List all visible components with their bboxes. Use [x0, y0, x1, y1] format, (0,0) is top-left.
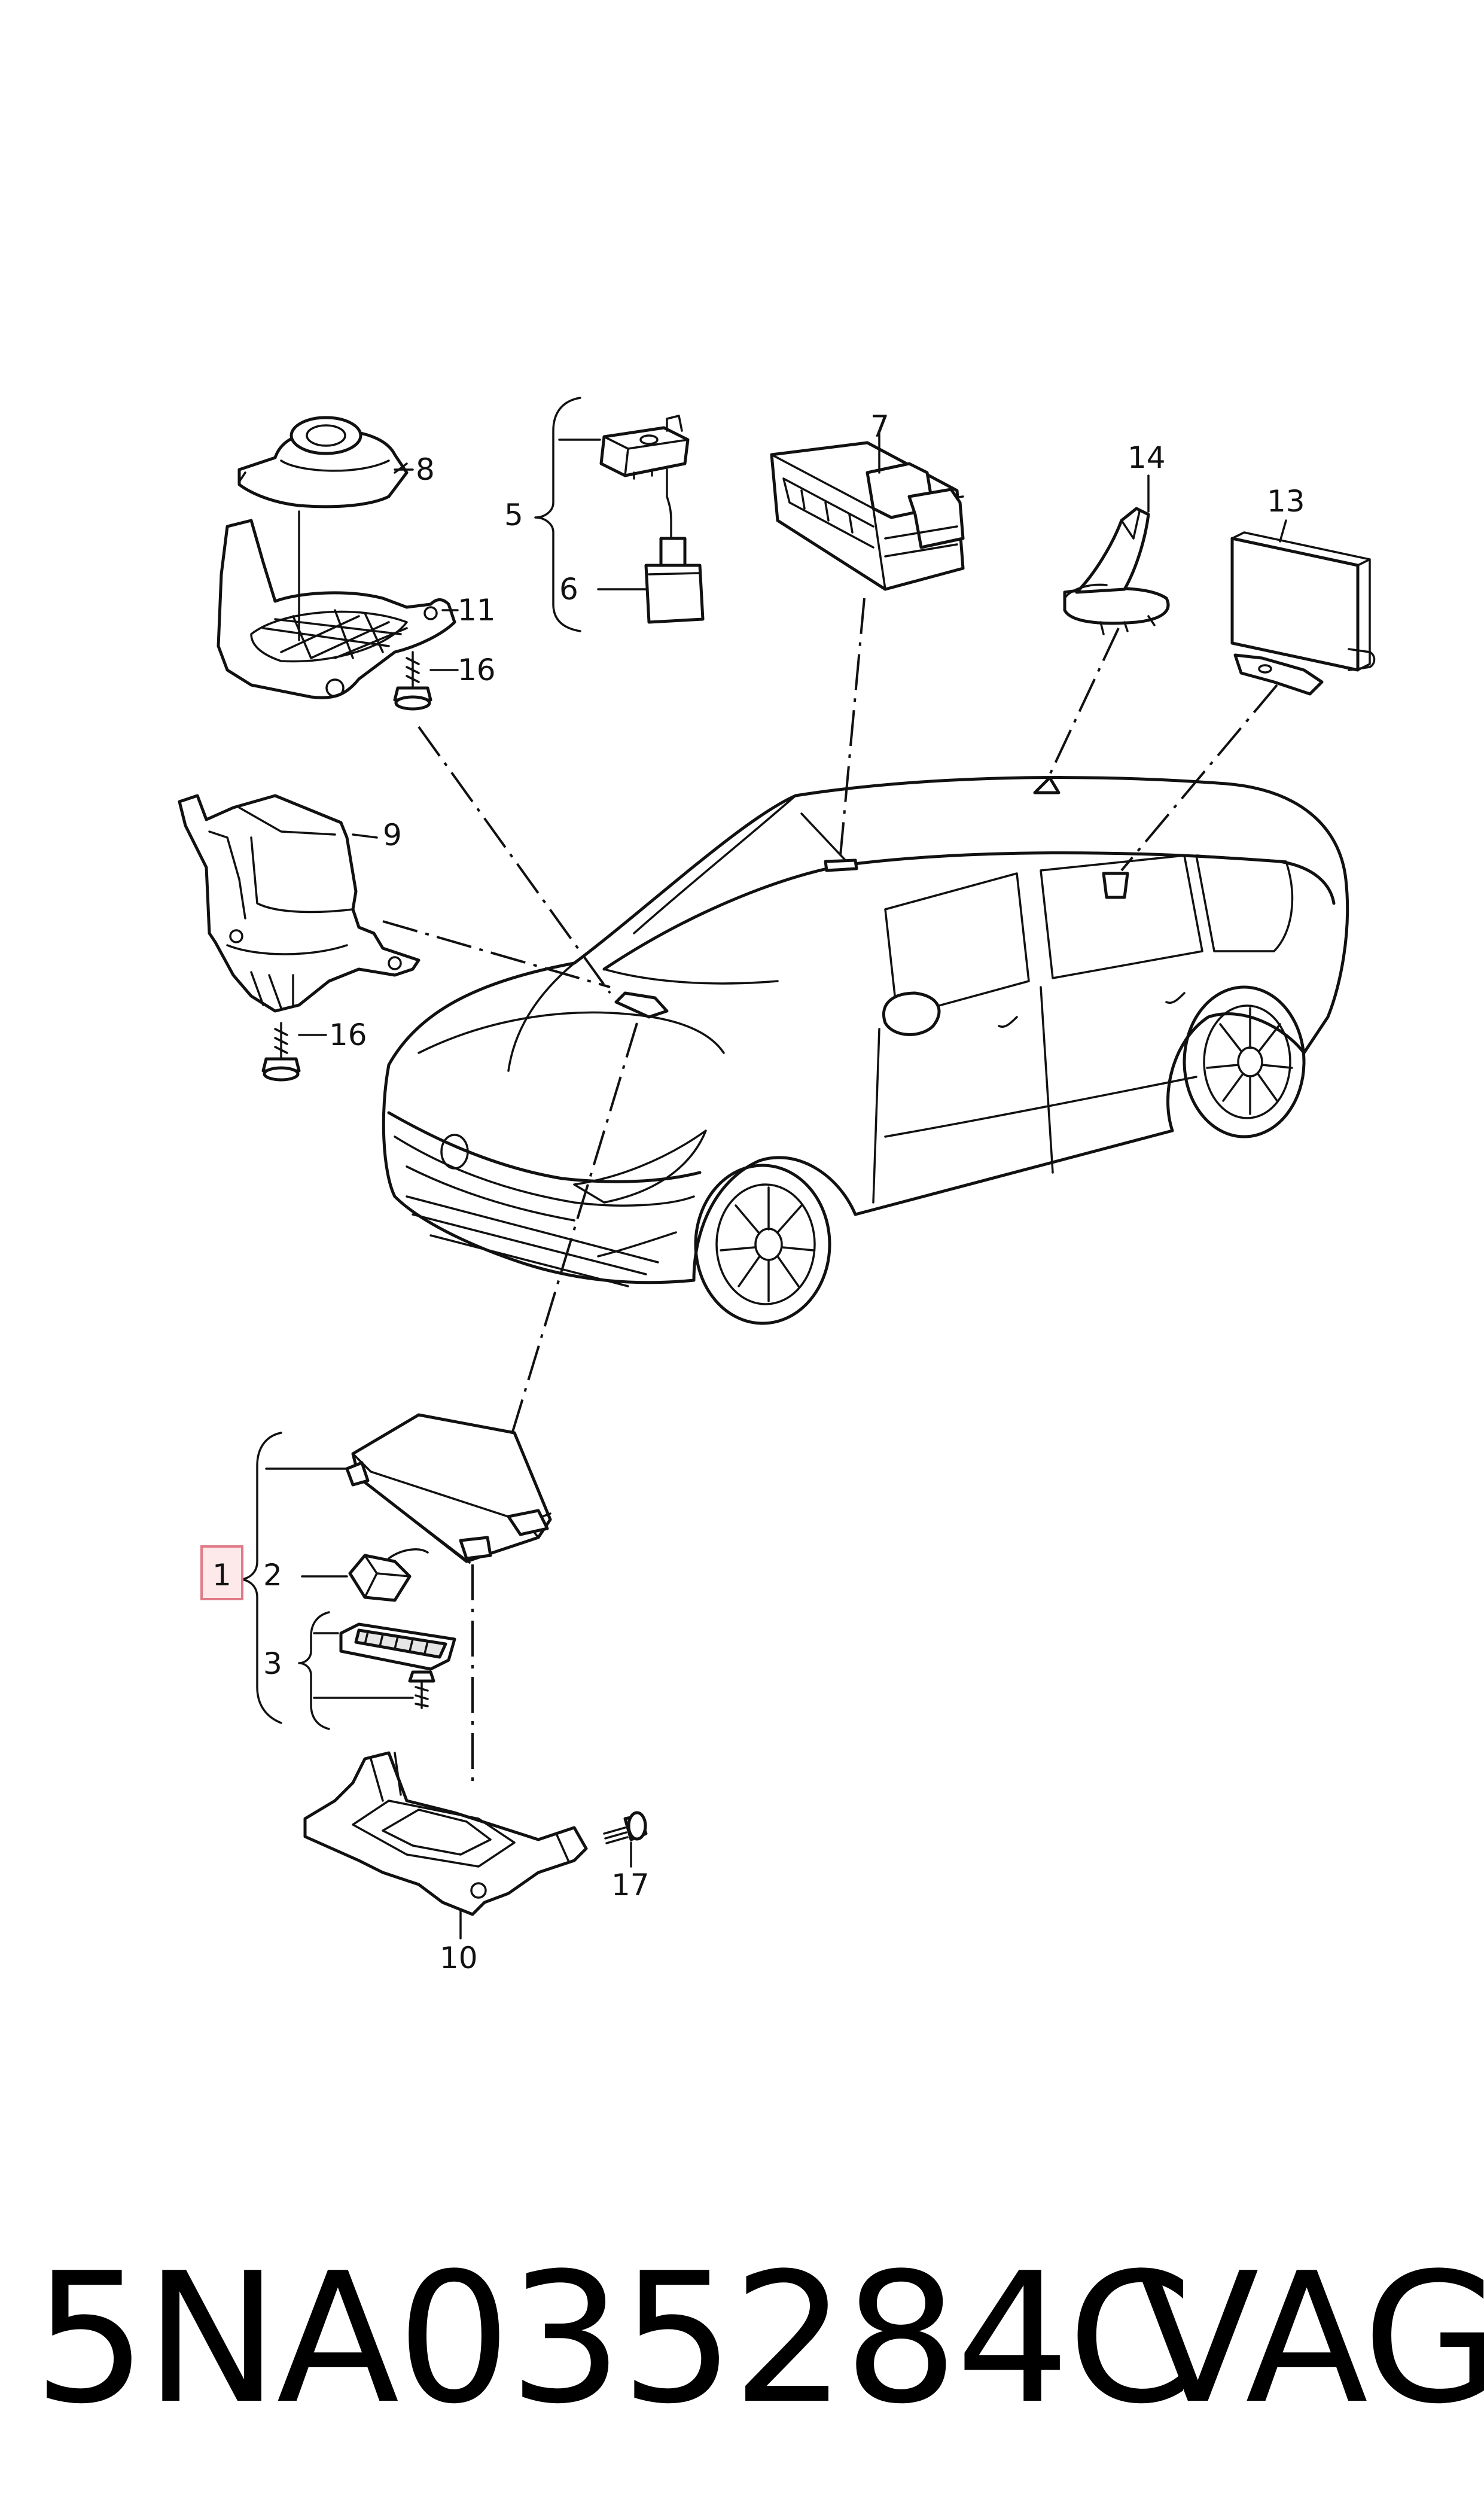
callout-6: 6 — [559, 572, 578, 607]
brand-label: VAG — [1136, 2234, 1484, 2443]
callout-9: 9 — [383, 818, 402, 852]
part-17-bolt — [603, 1811, 648, 1844]
part-16-bolt-upper — [393, 651, 432, 711]
part-8-sensor — [237, 416, 409, 509]
part-2-connector — [348, 1548, 429, 1602]
car-illustration — [382, 776, 1349, 1325]
part-13-module — [1230, 531, 1376, 696]
callout-17: 17 — [611, 1868, 650, 1902]
part-16-bolt-lower — [261, 1022, 301, 1082]
callout-16-lower: 16 — [329, 1018, 367, 1052]
part-7-unit — [770, 441, 965, 591]
rear-wheel — [1183, 985, 1306, 1138]
part-10-bracket — [303, 1751, 588, 1916]
part-11-bracket — [217, 510, 456, 699]
callout-2: 2 — [263, 1558, 282, 1593]
callout-8: 8 — [416, 452, 435, 487]
callout-16-upper: 16 — [458, 653, 496, 687]
callout-1: 1 — [212, 1558, 231, 1593]
part-1-main-unit — [345, 1413, 552, 1564]
part-3-screw — [408, 1670, 435, 1709]
callout-13: 13 — [1267, 484, 1305, 519]
callout-5: 5 — [504, 498, 523, 532]
callout-1-highlight — [200, 1545, 243, 1600]
part-14-antenna — [1063, 507, 1170, 635]
part-number: 5NA035284C — [33, 2234, 1193, 2443]
callout-10: 10 — [440, 1941, 478, 1975]
callout-14: 14 — [1128, 440, 1166, 475]
callout-7: 7 — [870, 409, 889, 444]
part-5-6-connector — [599, 415, 705, 624]
part-3-tray — [339, 1622, 456, 1671]
front-wheel — [694, 1164, 831, 1325]
part-9-housing — [178, 794, 420, 1013]
callout-11: 11 — [458, 593, 496, 628]
callout-3: 3 — [263, 1646, 282, 1681]
